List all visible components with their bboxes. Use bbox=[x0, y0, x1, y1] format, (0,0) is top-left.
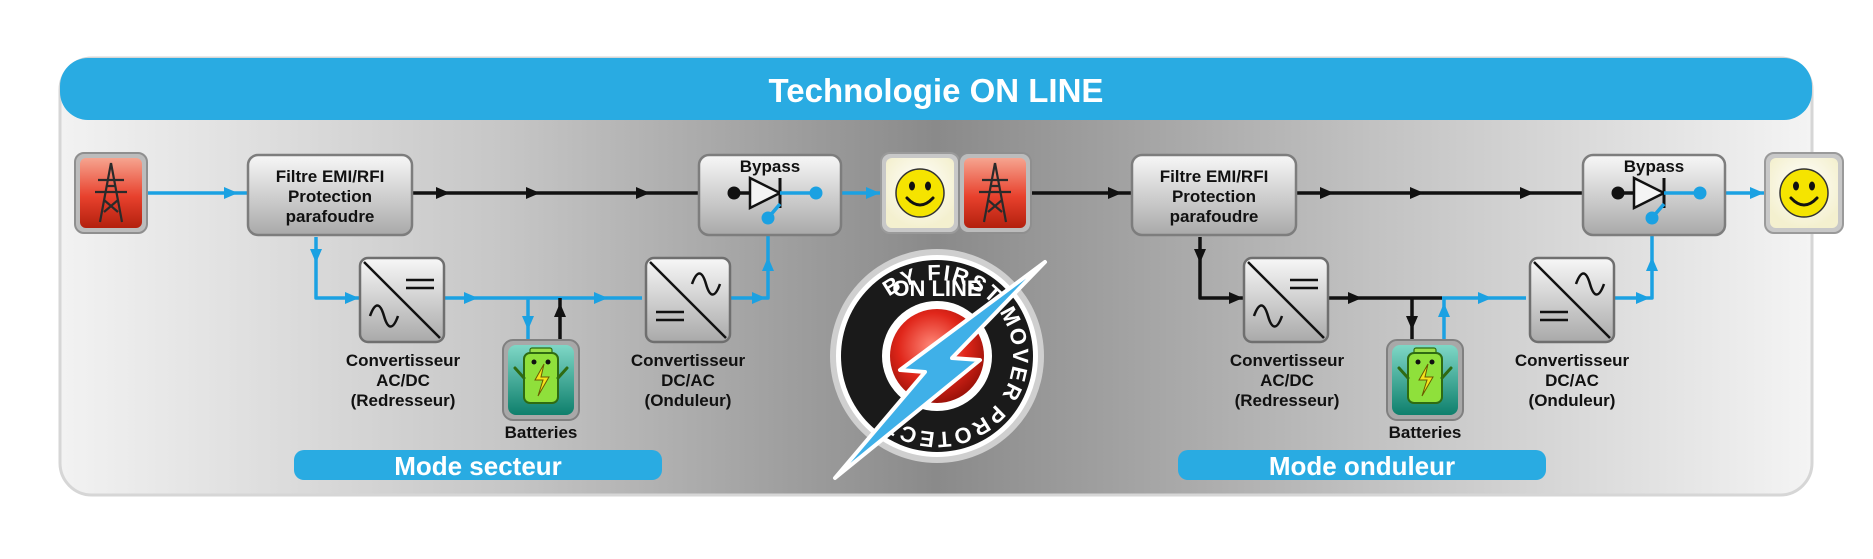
flow-arrow bbox=[1406, 316, 1418, 330]
flow-arrow bbox=[224, 187, 238, 199]
power-pylon-icon bbox=[95, 162, 127, 223]
flow-arrow bbox=[1750, 187, 1764, 199]
flow-arrow bbox=[526, 187, 540, 199]
flow-arrow bbox=[345, 292, 359, 304]
filter-label: Protection bbox=[288, 187, 372, 206]
flow-arrow bbox=[1636, 292, 1650, 304]
flow-arrow bbox=[1348, 292, 1362, 304]
filter-label: parafoudre bbox=[1170, 207, 1259, 226]
flow-arrow bbox=[1478, 292, 1492, 304]
inverter-label: (Onduleur) bbox=[645, 391, 732, 410]
filter-label: Filtre EMI/RFI bbox=[1160, 167, 1269, 186]
flow-arrow bbox=[1229, 292, 1243, 304]
flow-arrow bbox=[1108, 187, 1122, 199]
junction-dot bbox=[727, 186, 741, 200]
rectifier-label: Convertisseur bbox=[1230, 351, 1345, 370]
rectifier-label: (Redresseur) bbox=[351, 391, 456, 410]
rectifier-label: AC/DC bbox=[1260, 371, 1314, 390]
filter-label: parafoudre bbox=[286, 207, 375, 226]
flow-arrow bbox=[522, 316, 534, 330]
junction-dot bbox=[761, 211, 775, 225]
smiley-face-icon bbox=[895, 168, 945, 218]
flow-arrow bbox=[436, 187, 450, 199]
inverter-label: (Onduleur) bbox=[1529, 391, 1616, 410]
mode-label: Mode onduleur bbox=[1269, 451, 1455, 481]
mode-pill bbox=[1178, 450, 1546, 480]
battery-character-icon bbox=[1397, 347, 1453, 404]
inverter-label: Convertisseur bbox=[1515, 351, 1630, 370]
bypass-label: Bypass bbox=[1624, 157, 1684, 176]
dc-ac-converter-icon bbox=[1533, 261, 1611, 339]
junction-dot bbox=[1645, 211, 1659, 225]
mode-label: Mode secteur bbox=[394, 451, 562, 481]
flow-arrow bbox=[554, 303, 566, 317]
junction-dot bbox=[1693, 186, 1707, 200]
junction-dot bbox=[809, 186, 823, 200]
dc-ac-converter-icon bbox=[649, 261, 727, 339]
lightning-bolt-icon bbox=[833, 260, 1047, 480]
flow-arrow bbox=[1520, 187, 1534, 199]
junction-dot bbox=[1611, 186, 1625, 200]
flow-arrow bbox=[762, 257, 774, 271]
flow-arrow bbox=[1194, 249, 1206, 263]
flow-arrow bbox=[752, 292, 766, 304]
battery-character-icon bbox=[513, 347, 569, 404]
wire-inverter-output bbox=[730, 218, 770, 300]
online-badge: BY FIRST MOVER PROTECT ON LINE bbox=[830, 249, 1047, 480]
diagram-title: Technologie ON LINE bbox=[769, 72, 1104, 109]
badge-top-text: ON LINE bbox=[892, 276, 981, 301]
inverter-label: DC/AC bbox=[1545, 371, 1599, 390]
smiley-face-icon bbox=[1779, 168, 1829, 218]
flow-arrow bbox=[1320, 187, 1334, 199]
inverter-label: DC/AC bbox=[661, 371, 715, 390]
inverter-label: Convertisseur bbox=[631, 351, 746, 370]
filter-box bbox=[246, 153, 414, 237]
filter-label: Filtre EMI/RFI bbox=[276, 167, 385, 186]
filter-box bbox=[1130, 153, 1298, 237]
flow-arrow bbox=[1410, 187, 1424, 199]
rectifier-label: AC/DC bbox=[376, 371, 430, 390]
power-pylon-icon bbox=[979, 162, 1011, 223]
ac-dc-converter-icon bbox=[363, 261, 441, 339]
rectifier-label: Convertisseur bbox=[346, 351, 461, 370]
wire-inverter-output bbox=[1614, 218, 1654, 300]
flow-arrow bbox=[866, 187, 880, 199]
flow-arrow bbox=[1438, 303, 1450, 317]
flow-arrow bbox=[594, 292, 608, 304]
ac-dc-converter-icon bbox=[1247, 261, 1325, 339]
flow-arrow bbox=[310, 249, 322, 263]
title-bar bbox=[60, 58, 1812, 120]
battery-label: Batteries bbox=[505, 423, 578, 442]
battery-label: Batteries bbox=[1389, 423, 1462, 442]
flow-arrow bbox=[1646, 257, 1658, 271]
filter-label: Protection bbox=[1172, 187, 1256, 206]
flow-arrow bbox=[636, 187, 650, 199]
flow-arrow bbox=[464, 292, 478, 304]
bypass-label: Bypass bbox=[740, 157, 800, 176]
mode-pill bbox=[294, 450, 662, 480]
rectifier-label: (Redresseur) bbox=[1235, 391, 1340, 410]
